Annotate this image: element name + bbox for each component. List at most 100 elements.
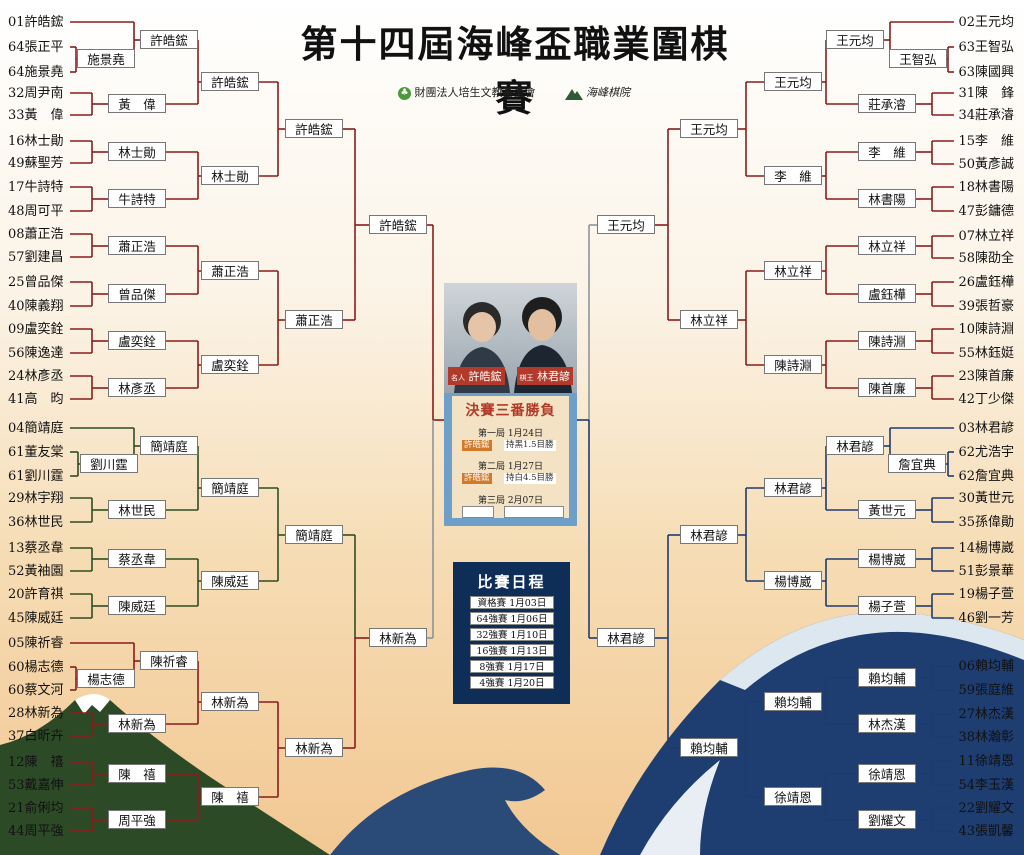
right-r1-winner: 陳詩淵 xyxy=(858,331,916,350)
schedule-row: 16強賽 1月13日 xyxy=(470,644,554,657)
right-r1-winner: 黃世元 xyxy=(858,500,916,519)
right-player-name: 07林立祥 xyxy=(958,229,1014,244)
left-player-name: 05陳祈睿 xyxy=(8,636,64,651)
right-r2-winner: 徐靖恩 xyxy=(764,787,822,806)
left-player-name: 37白昕卉 xyxy=(8,729,64,744)
right-r2-winner: 王元均 xyxy=(764,72,822,91)
left-r2-winner: 陳威廷 xyxy=(201,571,259,590)
right-prelim-winner: 王智弘 xyxy=(889,49,947,68)
left-player-name: 60楊志德 xyxy=(8,660,64,675)
right-r3-winner: 林君諺 xyxy=(680,525,738,544)
game3-label: 第三局 2月07日 xyxy=(477,496,544,506)
right-player-name: 14楊博崴 xyxy=(958,541,1014,556)
sponsor-logos: ♣ 財團法人培生文教基金會 海峰棋院 xyxy=(398,84,630,100)
left-player-name: 49蘇聖芳 xyxy=(8,156,64,171)
right-player-name: 38林瀚彰 xyxy=(958,730,1014,745)
right-player-name: 63陳國興 xyxy=(958,65,1014,80)
game3-result-blank xyxy=(504,506,564,518)
left-r1-winner: 陳威廷 xyxy=(108,596,166,615)
right-player-name: 22劉耀文 xyxy=(958,801,1014,816)
left-r1-winner: 簡靖庭 xyxy=(140,436,198,455)
right-player-name: 50黃彥誠 xyxy=(958,157,1014,172)
organizer-name: 海峰棋院 xyxy=(586,86,630,99)
right-r1-winner: 徐靖恩 xyxy=(858,764,916,783)
left-player-name: 64施景堯 xyxy=(8,65,64,80)
right-r2-winner: 林立祥 xyxy=(764,261,822,280)
right-player-name: 62尤浩宇 xyxy=(958,445,1014,460)
left-r3-winner: 簡靖庭 xyxy=(285,525,343,544)
left-player-name: 32周尹南 xyxy=(8,86,64,101)
right-r2-winner: 陳詩淵 xyxy=(764,355,822,374)
left-player-name: 24林彥丞 xyxy=(8,369,64,384)
right-player-name: 26盧鈺樺 xyxy=(958,275,1014,290)
right-r1-winner: 林立祥 xyxy=(858,236,916,255)
left-r1-winner: 林新為 xyxy=(108,714,166,733)
player-b-label: 棋王 林君諺 xyxy=(516,367,573,385)
right-r3-winner: 賴均輔 xyxy=(680,738,738,757)
game1-winner: 許皓鋐 xyxy=(462,440,492,451)
right-r1-winner: 陳首廉 xyxy=(858,378,916,397)
left-player-name: 48周可平 xyxy=(8,204,64,219)
left-r3-winner: 林新為 xyxy=(285,738,343,757)
left-semifinal-winner: 許皓鋐 xyxy=(369,215,427,234)
left-player-name: 20許育祺 xyxy=(8,587,64,602)
right-player-name: 27林杰漢 xyxy=(958,707,1014,722)
right-r1-winner: 林君諺 xyxy=(826,436,884,455)
wave-foam-2 xyxy=(640,760,720,855)
right-player-name: 39張哲豪 xyxy=(958,299,1014,314)
left-player-name: 40陳義翔 xyxy=(8,299,64,314)
schedule-title: 比賽日程 xyxy=(477,573,546,591)
right-r2-winner: 林君諺 xyxy=(764,478,822,497)
left-prelim-winner: 施景堯 xyxy=(77,49,135,68)
right-player-name: 10陳詩淵 xyxy=(958,322,1014,337)
left-player-name: 12陳 禧 xyxy=(8,755,64,770)
right-player-name: 34莊承濬 xyxy=(958,108,1014,123)
game2-result: 持白4.5目勝 xyxy=(504,473,556,484)
left-prelim-winner: 楊志德 xyxy=(77,669,135,688)
left-player-name: 44周平強 xyxy=(8,824,64,839)
right-player-name: 18林書陽 xyxy=(958,180,1014,195)
left-player-name: 29林宇翔 xyxy=(8,491,64,506)
right-player-name: 43張凱馨 xyxy=(958,824,1014,839)
left-player-name: 08蕭正浩 xyxy=(8,227,64,242)
page-title: 第十四屆海峰盃職業圍棋賽 xyxy=(300,22,730,120)
left-r1-winner: 許皓鋐 xyxy=(140,30,198,49)
game2-label: 第二局 1月27日 xyxy=(477,462,544,472)
mountain-logo-icon xyxy=(564,89,583,100)
right-r2-winner: 李 維 xyxy=(764,166,822,185)
right-r1-winner: 林杰漢 xyxy=(858,714,916,733)
right-r1-winner: 林書陽 xyxy=(858,189,916,208)
final-heading: 決賽三番勝負 xyxy=(465,403,556,419)
right-r1-winner: 楊子萱 xyxy=(858,596,916,615)
left-r1-winner: 蔡丞韋 xyxy=(108,549,166,568)
left-r1-winner: 牛詩特 xyxy=(108,189,166,208)
schedule-panel: 比賽日程 資格賽 1月03日 64強賽 1月06日 32強賽 1月10日 16強… xyxy=(453,562,570,704)
right-r2-winner: 楊博崴 xyxy=(764,571,822,590)
right-player-name: 51彭景華 xyxy=(958,564,1014,579)
left-player-name: 28林新為 xyxy=(8,706,64,721)
left-r1-winner: 陳 禧 xyxy=(108,764,166,783)
left-r1-winner: 蕭正浩 xyxy=(108,236,166,255)
left-player-name: 52黃袖園 xyxy=(8,564,64,579)
left-player-name: 04簡靖庭 xyxy=(8,421,64,436)
right-r1-winner: 李 維 xyxy=(858,142,916,161)
right-player-name: 11徐靖恩 xyxy=(958,754,1014,769)
right-r3-winner: 林立祥 xyxy=(680,310,738,329)
left-semifinal-winner: 林新為 xyxy=(369,628,427,647)
left-player-name: 56陳逸達 xyxy=(8,346,64,361)
left-player-name: 45陳威廷 xyxy=(8,611,64,626)
right-player-name: 54李玉漢 xyxy=(958,778,1014,793)
left-r2-winner: 簡靖庭 xyxy=(201,478,259,497)
right-player-name: 30黃世元 xyxy=(958,491,1014,506)
right-player-name: 03林君諺 xyxy=(958,421,1014,436)
left-player-name: 33黃 偉 xyxy=(8,108,64,123)
game2-winner: 許皓鋐 xyxy=(462,473,492,484)
right-player-name: 23陳首廉 xyxy=(958,369,1014,384)
right-player-name: 58陳劭全 xyxy=(958,251,1014,266)
right-player-name: 46劉一芳 xyxy=(958,611,1014,626)
left-player-name: 57劉建昌 xyxy=(8,250,64,265)
game1-label: 第一局 1月24日 xyxy=(477,429,544,439)
right-player-name: 35孫偉勛 xyxy=(958,515,1014,530)
clover-icon: ♣ xyxy=(398,86,411,100)
